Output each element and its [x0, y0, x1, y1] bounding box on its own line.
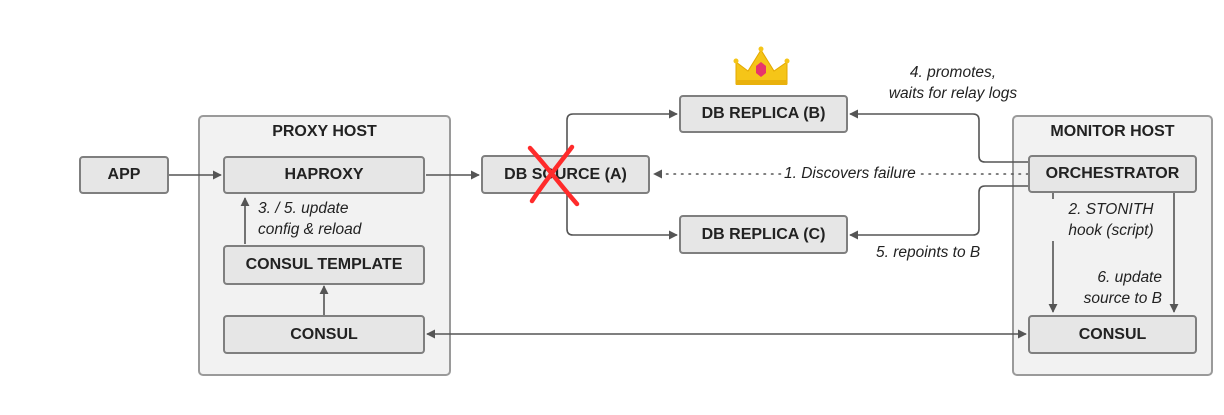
db-replica-c-node: DB REPLICA (C): [679, 215, 848, 254]
edge-orchestrator-replicab: [849, 109, 1028, 163]
consul-template-node: CONSUL TEMPLATE: [223, 245, 425, 285]
label-update-config: 3. / 5. update config & reload: [258, 200, 362, 238]
label-repoints: 5. repoints to B: [876, 244, 981, 261]
consul-monitor-node: CONSUL: [1028, 315, 1197, 354]
app-node: APP: [79, 156, 169, 194]
label-stonith: 2. STONITH hook (script): [1052, 199, 1170, 241]
edge-dbsource-replicac: [566, 194, 678, 240]
proxy-host-title: PROXY HOST: [272, 123, 377, 140]
orchestrator-node: ORCHESTRATOR: [1028, 155, 1197, 193]
db-replica-b-node: DB REPLICA (B): [679, 95, 848, 133]
label-promotes: 4. promotes, waits for relay logs: [888, 64, 1018, 102]
monitor-host-title: MONITOR HOST: [1050, 123, 1175, 140]
label-discovers-failure: 1. Discovers failure: [782, 163, 918, 184]
label-update-source: 6. update source to B: [1083, 269, 1162, 307]
edge-orchestrator-replicac: [849, 185, 1028, 240]
haproxy-node: HAPROXY: [223, 156, 425, 194]
edge-dbsource-replicab: [566, 109, 678, 156]
consul-proxy-node: CONSUL: [223, 315, 425, 354]
